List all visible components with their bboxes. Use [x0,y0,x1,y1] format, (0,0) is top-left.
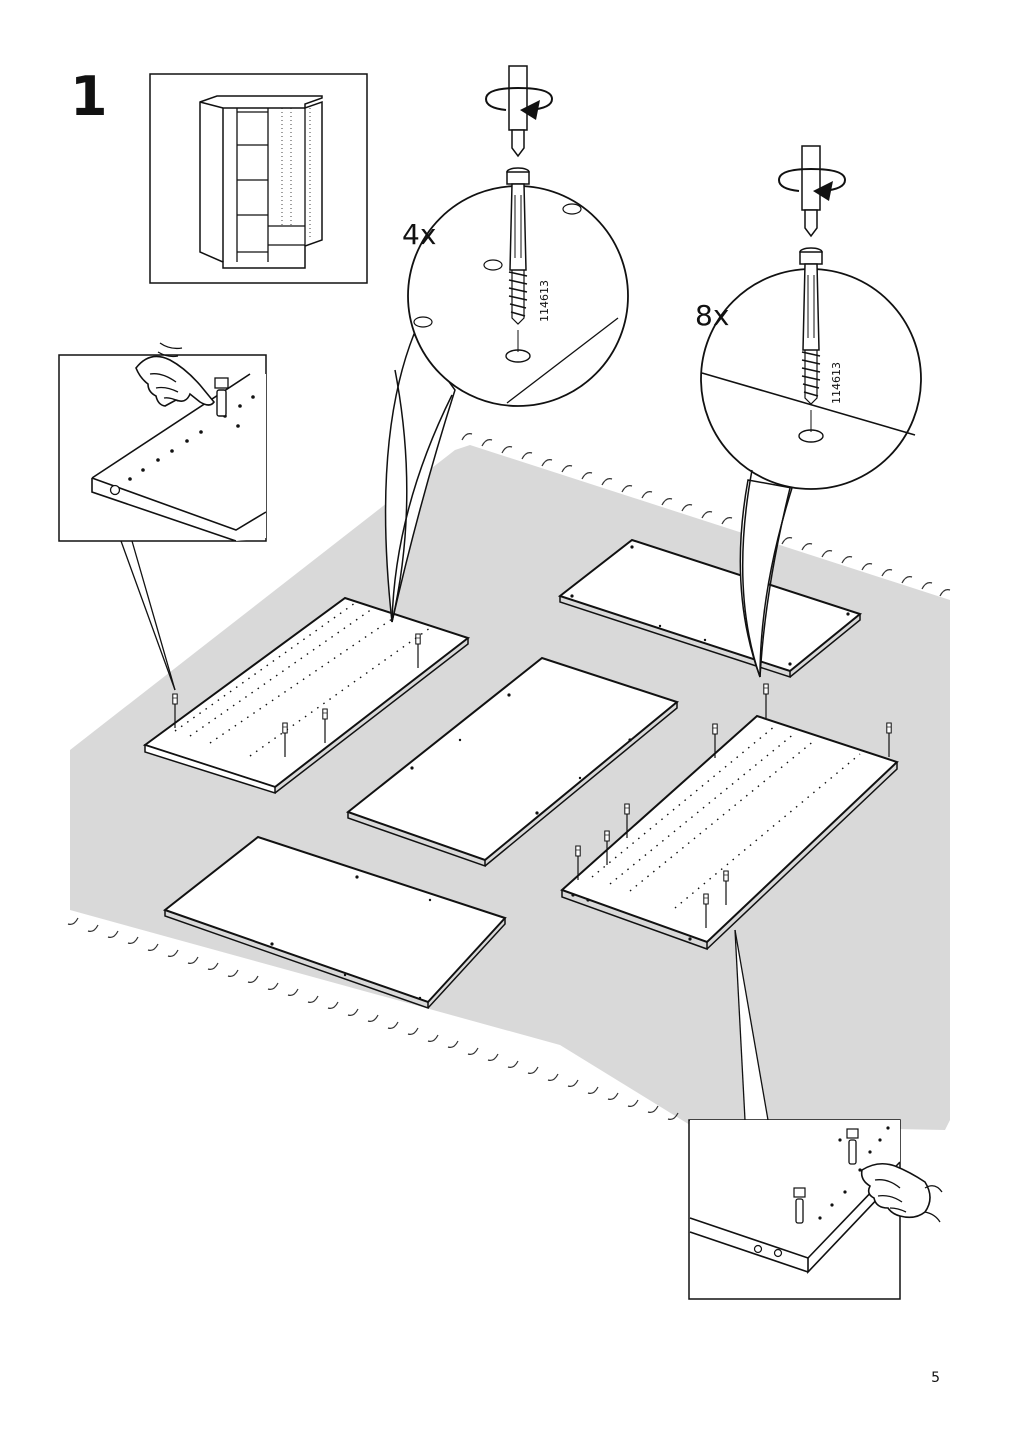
step-number: 1 [70,65,108,128]
quantity-label: 4x [402,218,437,251]
screwdriver-rotate-icon [778,145,847,238]
callout-dowel-4x [384,65,629,623]
rug-fringe-bottom [67,917,679,1120]
page-number: 5 [931,1370,940,1386]
detail-box-press-dowel-right [688,929,943,1300]
callout-dowel-8x [700,145,922,678]
side-panel-right [560,683,899,951]
side-panel-left [142,596,471,795]
wardrobe-thumbnail [149,73,368,284]
dowel-screw-icon [799,247,823,405]
part-number: 114613 [538,280,551,322]
dowel-screw-icon [506,167,530,325]
screwdriver-rotate-icon [485,65,554,158]
hand-press-icon [860,1162,943,1223]
top-panel [557,538,863,679]
bottom-panel [162,835,507,1010]
back-panel [345,656,680,868]
detail-box-press-dowel-left [58,342,267,691]
quantity-label: 8x [695,299,730,332]
part-number: 114613 [830,362,843,404]
hand-press-icon [135,342,215,407]
rug-fringe-top [461,433,951,597]
